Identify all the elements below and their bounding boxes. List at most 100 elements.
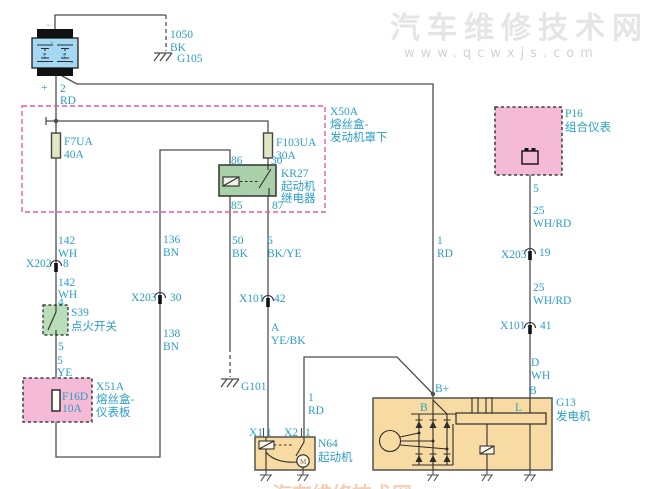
fuse-f103ua-id: F103UA [276,137,317,149]
cluster-pin-5: 5 [533,183,539,195]
diode-bridge [415,421,451,462]
fuse-f103ua-rating: 30A [276,150,297,162]
circuit-2-color: RD [60,95,76,107]
circuit-1m-color: RD [437,248,453,260]
connector-x203-19-id: X203 [501,249,527,261]
connector-x203-19: X203 19 [501,247,551,261]
connector-x203-30: X203 30 [131,292,182,304]
circuit-2-num: 2 [60,83,66,95]
fusebox-x51a-name2: 仪表板 [96,405,131,419]
generator-g13-name: 发电机 [556,409,591,423]
starter-conn-x1: X1 [249,427,263,439]
relay-pin-87: 87 [272,200,284,212]
s39-name: 点火开关 [71,319,117,333]
relay-pin-85: 85 [231,200,243,212]
g13-term-b-inner: B [420,402,428,414]
connector-x101-41-pin: 41 [540,320,552,332]
fusebox-x50a-name1: 熔丝盒- [330,117,368,131]
circuit-A-num: A [271,322,280,334]
circuit-6-num: 6 [267,235,273,247]
ground-g101-label: G101 [241,381,267,393]
circuit-142l-color: WH [58,289,77,301]
starter-ground-right-icon [297,470,309,482]
fusebox-x50a: X50A 熔丝盒- 发动机罩下 [21,105,388,213]
circuit-136-color: BN [163,247,180,259]
circuit-1050-color: BK [170,42,187,54]
circuit-5-color: YE [57,367,72,379]
starter-ground-left-icon [260,470,272,482]
starter-conn-x1-pin: 1 [266,427,272,439]
connector-x101-41-id: X101 [500,320,526,332]
connector-x101-42-pin: 42 [274,293,286,305]
s39-pin-4: 4 [58,297,64,309]
circuit-D-num: D [531,357,539,369]
site-watermark: 汽车维修技术网 www.qcwxjs.com 汽车维修技术网 [272,11,648,489]
watermark-title: 汽车维修技术网 [390,11,648,46]
motor-icon: M [300,458,307,466]
circuit-142l-num: 142 [58,277,76,289]
s39-id: S39 [71,307,89,319]
relay-kr27-name1: 起动机 [281,179,316,193]
fuse-f7ua: F7UA 40A [50,132,93,161]
s39-pin-5: 5 [58,341,64,353]
connector-x203-30-id: X203 [131,292,157,304]
fusebox-x50a-id: X50A [330,106,359,118]
circuit-5-num: 5 [57,355,63,367]
ignition-switch-s39: S39 点火开关 [42,304,117,336]
battery-indicator-icon [521,148,539,165]
relay-kr27: 86 30 85 87 KR27 起动机 继电器 [218,155,316,212]
ground-g105 [153,52,173,62]
fuse-f7ua-id: F7UA [64,136,93,148]
connector-x202: X202 8 [26,258,69,272]
circuit-A-color: YE/BK [271,335,306,347]
cluster-p16-id: P16 [565,108,583,120]
fusebox-x50a-name2: 发动机罩下 [330,130,388,144]
g13-term-b-outer: B [529,385,537,397]
relay-kr27-name2: 继电器 [281,192,316,205]
battery-plus-label: + [41,82,48,94]
battery: x x + + − + [31,20,79,94]
relay-pin-30: 30 [271,155,283,167]
starter-n64-id: N64 [318,438,338,450]
circuit-142u-color: WH [58,248,77,260]
circuit-1m-num: 1 [437,235,443,247]
g13-term-bplus: B+ [435,383,449,395]
relay-pin-86: 86 [231,155,243,167]
circuit-6-color: BK/YE [267,248,302,260]
circuit-25u-color: WH/RD [533,218,571,230]
connector-x202-pin: 8 [63,258,69,270]
fuse-f16d-id: F16D [62,391,88,403]
circuit-25u-num: 25 [533,205,545,217]
battery-cell-plus-right: + [70,59,74,67]
circuit-1s-color: RD [308,405,324,417]
circuit-50-color: BK [232,248,249,260]
battery-cell-mark-right: x [62,51,66,59]
connector-x203-19-pin: 19 [539,247,551,259]
fusebox-x51a-id: X51A [96,381,125,393]
circuit-50-num: 50 [232,235,244,247]
fuse-f16d [51,389,61,412]
ground-g101 [220,378,240,388]
connector-x203-30-pin: 30 [170,292,182,304]
circuit-25l-num: 25 [533,282,545,294]
ground-g105-label: G105 [177,53,203,65]
circuit-D-color: WH [531,370,550,382]
starter-conn-x2: X2 [284,427,298,439]
connector-x101-42: X101 42 [239,293,286,307]
g13-term-l: L [515,402,522,414]
instrument-cluster-p16: P16 组合仪表 [494,106,611,176]
fusebox-x51a: F16D 10A X51A 熔丝盒- 仪表板 [22,377,134,423]
circuit-142u-num: 142 [58,235,76,247]
circuit-136-num: 136 [163,234,181,246]
fuse-f7ua-rating: 40A [64,149,85,161]
cluster-p16-name: 组合仪表 [565,120,611,134]
fuse-f16d-rating: 10A [62,403,83,415]
connector-x101-42-id: X101 [239,293,265,305]
fusebox-x51a-name1: 熔丝盒- [96,392,134,406]
relay-kr27-id: KR27 [281,168,309,180]
circuit-138-color: BN [163,341,180,353]
generator-g13: B+ B B L G13 发电机 [372,383,591,482]
starter-conn-x2-pin: 1 [305,427,311,439]
starter-n64-name: 起动机 [318,450,353,464]
